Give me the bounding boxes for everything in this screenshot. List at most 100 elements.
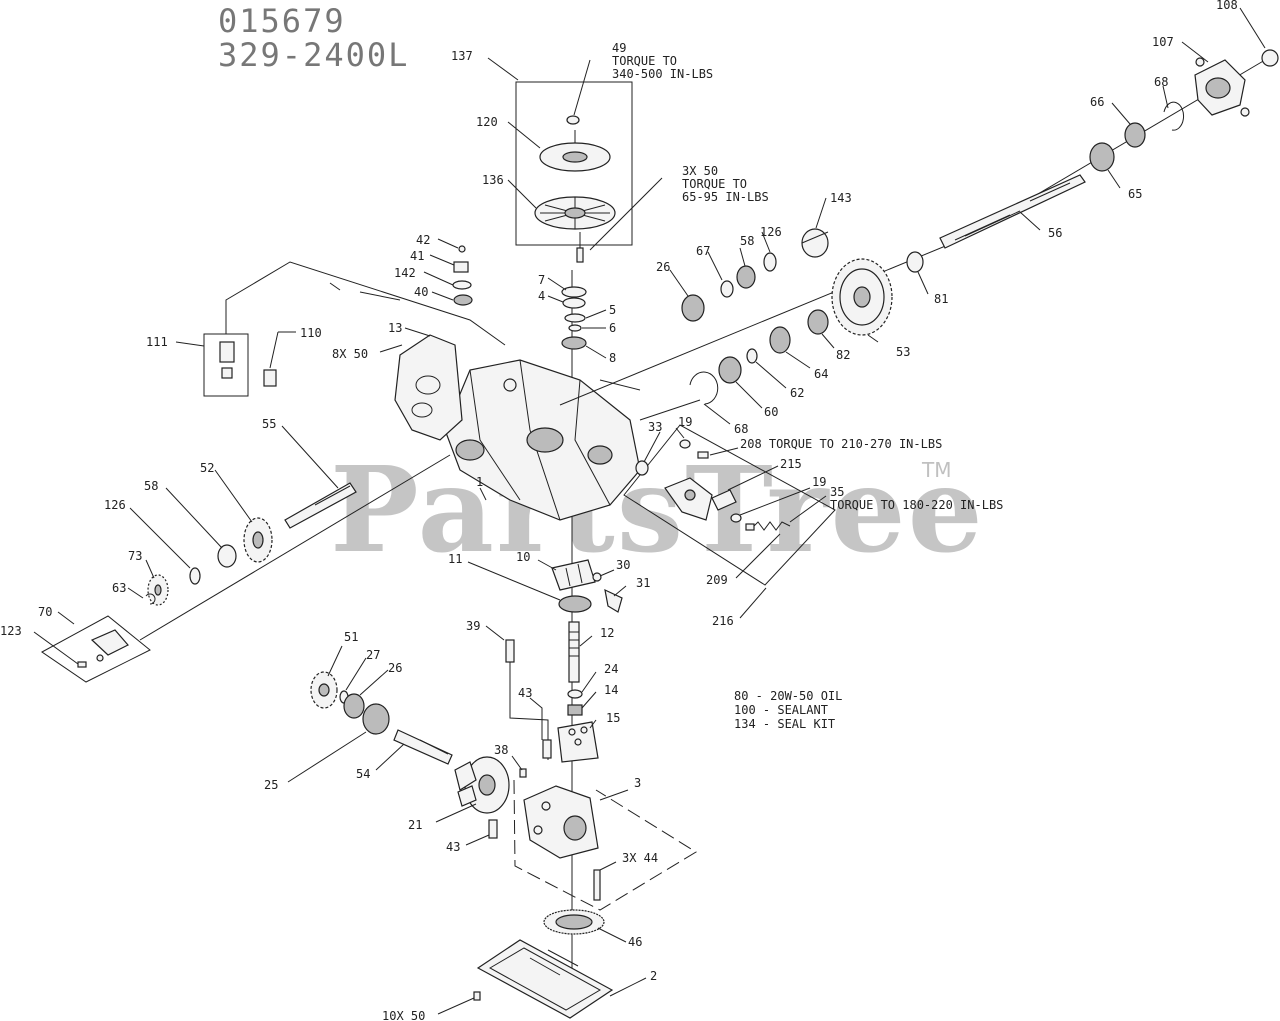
label-209: 209 [706, 573, 728, 587]
part-58-bearing-left[interactable] [217, 544, 237, 568]
part-46-filter[interactable] [543, 909, 605, 935]
diagram-id: 015679 [218, 2, 346, 40]
part-31-trunnion-arm[interactable] [604, 588, 623, 613]
label-107: 107 [1152, 35, 1174, 49]
label-26-top: 26 [656, 260, 670, 274]
part-14-spring[interactable] [567, 704, 583, 716]
part-81-washer[interactable] [906, 251, 924, 273]
label-33: 33 [648, 420, 662, 434]
part-73-sprocket[interactable] [147, 574, 169, 606]
part-110-fitting[interactable] [263, 369, 277, 387]
label-143: 143 [830, 191, 852, 205]
part-67-ring[interactable] [720, 280, 734, 298]
part-44-bolt[interactable] [593, 869, 601, 901]
part-111-plug[interactable] [219, 341, 235, 363]
label-8: 8 [609, 351, 616, 365]
part-39-dowel[interactable] [505, 639, 515, 663]
part-126-snap-ring-top[interactable] [763, 252, 777, 272]
part-54-motor-shaft[interactable] [393, 729, 453, 765]
part-126-snap-ring-left[interactable] [189, 567, 201, 585]
label-137: 137 [451, 49, 473, 63]
part-43-pin-bottom[interactable] [488, 819, 498, 839]
note-seal-kit: 134 - SEAL KIT [734, 717, 835, 731]
part-41-bracket[interactable] [453, 261, 469, 273]
label-65: 65 [1128, 187, 1142, 201]
label-63: 63 [112, 581, 126, 595]
part-13-gasket[interactable] [394, 334, 463, 441]
part-62-ring[interactable] [746, 348, 758, 364]
part-7-ring[interactable] [561, 286, 587, 298]
torque-note-49-line1: TORQUE TO [612, 54, 677, 68]
part-64-bearing[interactable] [769, 326, 791, 354]
part-26-bearing-top[interactable] [681, 294, 705, 322]
part-38-pin[interactable] [519, 768, 527, 778]
part-19-washer-top[interactable] [679, 439, 691, 449]
label-70: 70 [38, 605, 52, 619]
part-70-box [41, 615, 151, 683]
label-30: 30 [616, 558, 630, 572]
part-49-nut[interactable] [566, 115, 580, 125]
part-2-sump-cover[interactable] [476, 939, 614, 1019]
part-11-bearing[interactable] [558, 595, 592, 613]
part-1-main-housing[interactable] [444, 359, 641, 521]
part-43-pin-top[interactable] [542, 739, 552, 759]
part-65-bearing[interactable] [1089, 142, 1115, 172]
trademark-mark: TM [922, 458, 952, 482]
part-30-bushing[interactable] [592, 572, 602, 582]
part-12-center-shaft[interactable] [568, 621, 580, 683]
label-126-top: 126 [760, 225, 782, 239]
part-70-brake-bracket[interactable] [90, 629, 129, 662]
part-142-washer[interactable] [452, 280, 472, 290]
label-81: 81 [934, 292, 948, 306]
label-110: 110 [300, 326, 322, 340]
part-68-snap-ring-right[interactable] [1163, 101, 1185, 131]
part-82-bearing[interactable] [807, 309, 829, 335]
part-51-bevel-gear[interactable] [310, 671, 338, 709]
part-66-bearing[interactable] [1124, 122, 1146, 148]
part-8-bearing[interactable] [561, 336, 587, 350]
part-52-bevel-gear[interactable] [243, 517, 273, 563]
torque-note-50-num: 3X 50 [682, 164, 718, 178]
part-215-control-arm[interactable] [664, 477, 737, 521]
part-216-box [623, 424, 836, 586]
part-209-spring[interactable] [745, 521, 791, 531]
part-5-washer[interactable] [564, 313, 586, 323]
part-68-snap-ring-left[interactable] [689, 371, 719, 405]
part-40-seal[interactable] [453, 294, 473, 306]
part-26-bearing-bottom[interactable] [343, 693, 365, 719]
part-10-swash-block[interactable] [551, 559, 596, 591]
part-25-seal[interactable] [362, 703, 390, 735]
part-50-bolt-top[interactable] [576, 247, 584, 263]
part-4-seal[interactable] [562, 297, 586, 309]
label-111: 111 [146, 335, 168, 349]
part-60-seal[interactable] [718, 356, 742, 384]
part-208-screw[interactable] [697, 451, 709, 459]
part-3-center-section[interactable] [523, 785, 599, 859]
part-56-axle-shaft[interactable] [939, 174, 1086, 249]
part-21-motor-cylinder[interactable] [454, 756, 510, 814]
part-33-seal[interactable] [635, 460, 649, 476]
part-15-cylinder-block[interactable] [557, 721, 599, 763]
label-68-right: 68 [1154, 75, 1168, 89]
part-55-shaft[interactable] [284, 482, 357, 529]
part-136-fan[interactable] [534, 196, 616, 230]
label-58-top: 58 [740, 234, 754, 248]
part-53-gear[interactable] [831, 258, 893, 336]
part-123-screw[interactable] [77, 661, 87, 668]
part-107-hub[interactable] [1194, 57, 1250, 117]
part-108-nut[interactable] [1261, 49, 1279, 67]
part-42-screw[interactable] [458, 245, 466, 253]
part-50-bolt-bottom[interactable] [473, 991, 481, 1001]
part-63-clip[interactable] [145, 593, 156, 605]
part-24-ring[interactable] [567, 689, 583, 699]
part-58-bearing-top[interactable] [736, 265, 756, 289]
torque-note-35-num: 35 [830, 485, 844, 499]
part-19-washer-bottom[interactable] [730, 513, 742, 523]
part-6-ring[interactable] [568, 324, 582, 332]
label-19-bottom: 19 [812, 475, 826, 489]
label-10x50: 10X 50 [382, 1009, 425, 1021]
label-53: 53 [896, 345, 910, 359]
label-13: 13 [388, 321, 402, 335]
part-143-collar[interactable] [801, 228, 829, 258]
